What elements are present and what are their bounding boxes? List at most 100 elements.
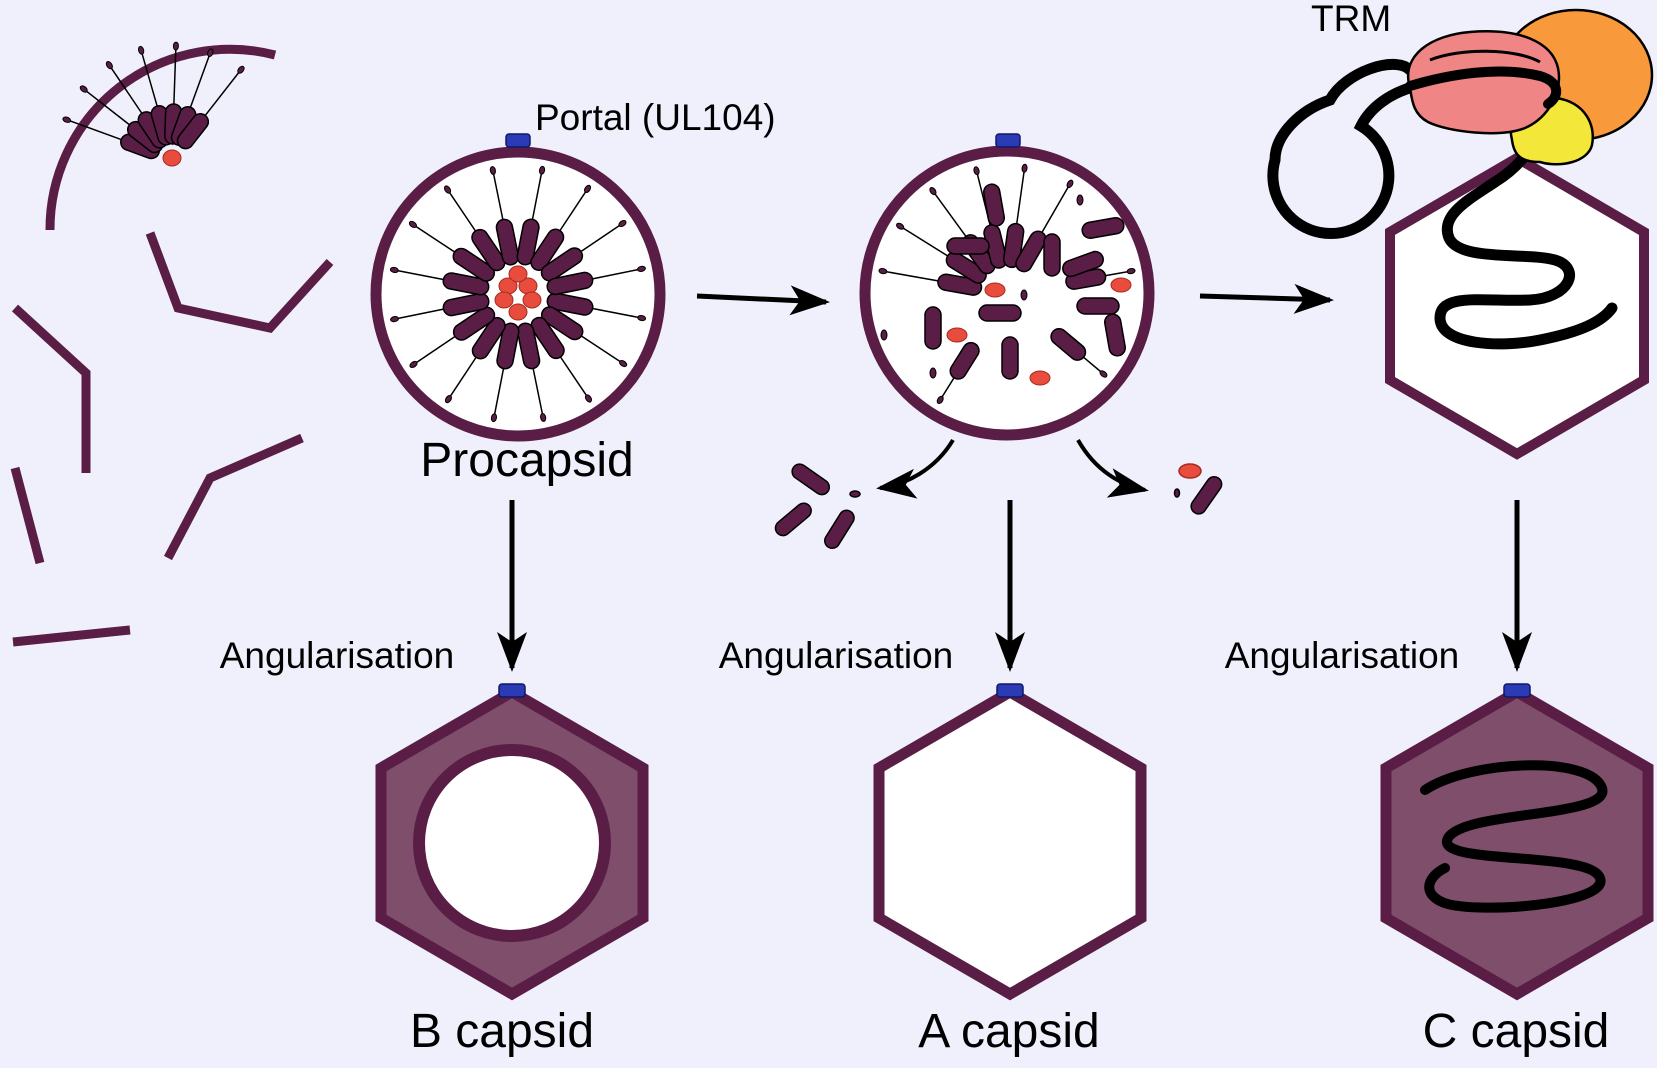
terminase-complex bbox=[1405, 8, 1654, 166]
scaffold-tether bbox=[532, 368, 544, 418]
scaffold-protein bbox=[471, 228, 506, 272]
angularisation-label-2: Angularisation bbox=[719, 635, 953, 676]
scaffold-tether bbox=[492, 170, 504, 220]
scaffold-anchor bbox=[878, 268, 888, 275]
cleaved-scaffold-protein bbox=[924, 306, 942, 350]
cleaved-scaffold-protein bbox=[1103, 313, 1127, 357]
cleaved-scaffold-protein bbox=[1062, 250, 1104, 278]
shell-fragment-2 bbox=[11, 304, 91, 473]
scaffold-tether bbox=[592, 307, 642, 319]
b-capsid-label: B capsid bbox=[410, 1005, 594, 1058]
scaffold-protein bbox=[495, 218, 520, 266]
shell-fragment-4 bbox=[164, 433, 304, 561]
shell-fragment-3 bbox=[10, 466, 45, 565]
scaffold-anchor bbox=[618, 360, 628, 368]
scaffold-tether bbox=[66, 118, 122, 141]
scaffold-anchor bbox=[540, 413, 547, 422]
cleaved-scaffold-protein bbox=[1076, 297, 1120, 315]
procapsid-portal bbox=[505, 133, 531, 148]
trm-pink-groove bbox=[1429, 49, 1541, 64]
protease-fragment bbox=[946, 327, 968, 343]
scaffold-debris bbox=[1076, 194, 1084, 206]
scaffold-tether bbox=[493, 368, 505, 418]
scaffold-anchor bbox=[1126, 268, 1136, 275]
protease-fragment bbox=[1029, 370, 1051, 386]
scaffold-anchor bbox=[1021, 163, 1028, 173]
scaffold-protein bbox=[1015, 230, 1047, 273]
scaffold-protein bbox=[546, 292, 594, 316]
scaffold-tether bbox=[394, 269, 444, 281]
released-scaffold-right bbox=[1173, 463, 1223, 515]
scaffold-tether bbox=[83, 88, 130, 126]
cleaved-procapsid bbox=[859, 133, 1155, 441]
arrow-cleaved-to-packaging bbox=[1199, 283, 1334, 314]
c-capsid-label: C capsid bbox=[1423, 1005, 1610, 1058]
arrow-procapsid-to-cleaved bbox=[696, 285, 830, 316]
scaffold-anchor bbox=[79, 85, 88, 93]
scaffold-tether bbox=[447, 356, 477, 400]
partial-shell-arc bbox=[45, 44, 277, 231]
scaffold-debris bbox=[880, 329, 888, 341]
scaffold-tether bbox=[580, 335, 624, 365]
scaffold-anchor bbox=[389, 266, 399, 274]
scaffold-protein bbox=[540, 247, 584, 282]
scaffold-protein bbox=[442, 272, 490, 296]
portal-label: Portal (UL104) bbox=[535, 97, 776, 138]
scaffold-anchor bbox=[929, 187, 937, 196]
cleaved-scaffold-protein bbox=[982, 183, 1006, 227]
scaffold-protein bbox=[176, 113, 210, 150]
a-capsid-portal bbox=[996, 683, 1024, 698]
scaffold-tether bbox=[413, 335, 456, 366]
cleaved-scaffold-protein bbox=[978, 304, 1022, 322]
scaffold-protein bbox=[452, 247, 496, 282]
scaffold-anchor bbox=[390, 316, 399, 323]
scaffold-tether bbox=[899, 225, 949, 257]
scaffold-anchor bbox=[538, 165, 546, 175]
arrow-release-right bbox=[1076, 439, 1149, 498]
packaging-capsid-shell bbox=[1385, 152, 1649, 460]
b-capsid bbox=[375, 683, 649, 1001]
protease-dot bbox=[494, 291, 514, 309]
scaffold-tether bbox=[189, 52, 212, 108]
b-capsid-portal bbox=[498, 683, 526, 698]
protease-dot bbox=[522, 291, 542, 309]
scaffold-tether bbox=[1015, 168, 1026, 224]
scaffold-anchor bbox=[172, 41, 179, 51]
protease-fragment bbox=[1110, 277, 1132, 293]
c-capsid-shell bbox=[1380, 685, 1654, 1001]
trm-dna-through bbox=[1405, 66, 1562, 109]
scaffold-tether bbox=[412, 223, 456, 253]
scaffold-tether bbox=[204, 69, 242, 116]
arrow-release-left bbox=[876, 438, 955, 499]
shell-fragment-1 bbox=[145, 231, 334, 333]
cleaved-scaffold-protein bbox=[946, 237, 990, 255]
scaffold-anchor bbox=[973, 166, 980, 176]
vertical-arrows bbox=[497, 500, 1532, 672]
scaffold-tether bbox=[559, 188, 589, 232]
c-capsid-dna bbox=[1420, 760, 1608, 913]
scaffold-anchor bbox=[584, 394, 593, 403]
cleaved-scaffold-protein bbox=[1081, 216, 1125, 240]
scaffold-protein bbox=[530, 316, 565, 360]
trm-label: TRM bbox=[1311, 0, 1391, 39]
scaffold-tether bbox=[531, 170, 543, 220]
scaffold-anchor bbox=[896, 222, 905, 230]
protease-dot bbox=[508, 303, 528, 321]
scaffold-anchor bbox=[490, 413, 498, 423]
scaffold-anchor bbox=[618, 219, 627, 228]
dna-loop bbox=[1267, 58, 1426, 240]
scaffold-protein bbox=[471, 316, 506, 360]
scaffold-anchor bbox=[1099, 370, 1108, 378]
cleaved-scaffold-protein bbox=[1001, 336, 1019, 380]
scaffold-anchor bbox=[105, 61, 113, 70]
scaffold-protein bbox=[1050, 327, 1087, 361]
scaffold-anchor bbox=[408, 220, 418, 228]
scaffold-protein bbox=[442, 292, 490, 317]
scaffold-tether bbox=[882, 270, 939, 282]
cleaved-scaffold bbox=[878, 163, 1136, 404]
scaffold-protein bbox=[496, 322, 520, 370]
assembly-fragments bbox=[10, 44, 334, 647]
c-capsid-portal bbox=[1503, 683, 1531, 698]
scaffold-anchor bbox=[443, 185, 452, 194]
